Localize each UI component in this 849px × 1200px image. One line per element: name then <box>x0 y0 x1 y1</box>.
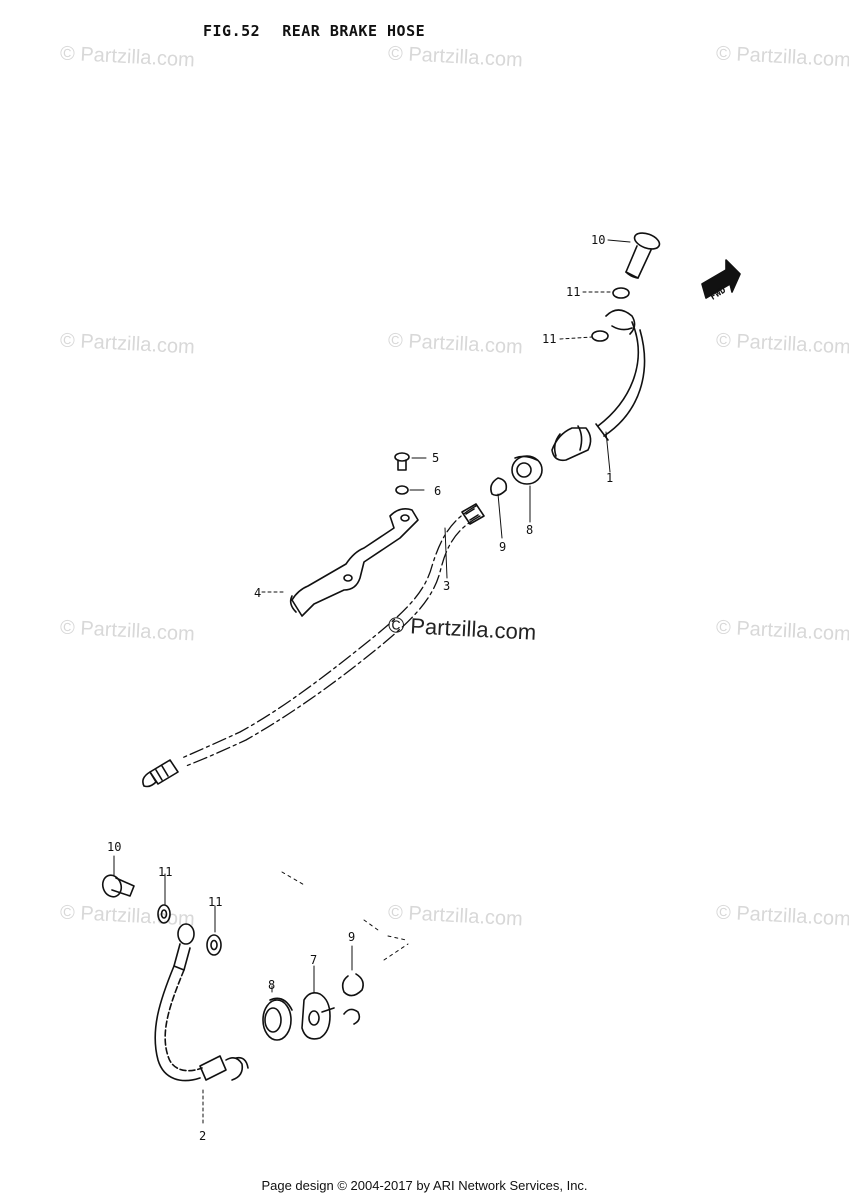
cushion-bottom-part <box>262 997 293 1041</box>
bracket-part <box>289 508 419 617</box>
leader-lines-lower <box>113 855 409 1127</box>
union-bolt-bottom-part <box>101 874 135 898</box>
brake-pipe-part <box>181 505 481 767</box>
callout-union-bolt-top: 10 <box>591 233 605 247</box>
gasket-bottom-b-part <box>206 934 222 956</box>
clip-bottom-part <box>341 973 364 1025</box>
callout-clip-bottom: 9 <box>348 930 355 944</box>
leader-lines-upper <box>261 239 631 593</box>
figure-number: FIG.52 <box>203 22 261 40</box>
union-bolt-top-part <box>625 232 661 279</box>
callout-washer: 6 <box>434 484 441 498</box>
gasket-top-b-part <box>591 330 609 342</box>
gasket-bottom-a-part <box>157 904 171 924</box>
callout-bracket: 4 <box>254 586 261 600</box>
callout-grommet: 7 <box>310 953 317 967</box>
callout-gasket-top-a: 11 <box>566 285 580 299</box>
cushion-top-part <box>511 455 543 485</box>
brake-hose-bottom-part <box>154 923 249 1082</box>
callout-brake-pipe: 3 <box>443 579 450 593</box>
callout-gasket-top-b: 11 <box>542 332 556 346</box>
figure-name: REAR BRAKE HOSE <box>282 22 426 40</box>
callout-gasket-bottom-b: 11 <box>208 895 222 909</box>
callout-bolt: 5 <box>432 451 439 465</box>
callout-brake-hose-top: 1 <box>606 471 613 485</box>
gasket-top-a-part <box>612 287 630 299</box>
bolt-part <box>394 452 410 471</box>
footer-copyright: Page design © 2004-2017 by ARI Network S… <box>261 1178 588 1193</box>
callout-cushion-top: 8 <box>526 523 533 537</box>
grommet-part <box>301 992 335 1040</box>
callout-union-bolt-bottom: 10 <box>107 840 121 854</box>
forward-arrow-icon <box>701 259 741 299</box>
callout-gasket-bottom-a: 11 <box>158 865 172 879</box>
figure-title: FIG.52 REAR BRAKE HOSE <box>203 22 447 40</box>
clip-top-part <box>490 477 508 497</box>
callout-brake-hose-bottom: 2 <box>199 1129 206 1143</box>
pipe-flare-nut-lower <box>142 759 179 788</box>
brake-hose-top-part <box>551 309 646 462</box>
pipe-flare-nut-upper <box>461 503 485 525</box>
callout-clip-top: 9 <box>499 540 506 554</box>
callout-cushion-bottom: 8 <box>268 978 275 992</box>
washer-part <box>395 485 409 495</box>
